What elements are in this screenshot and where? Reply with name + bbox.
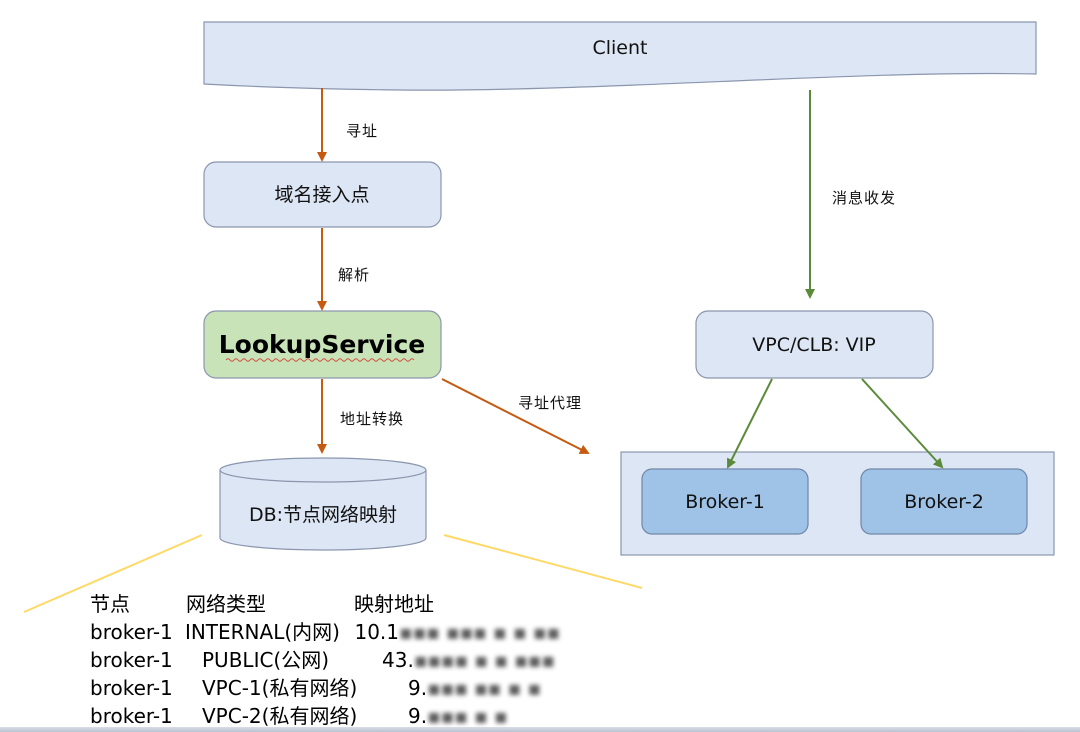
redacted-address: ▪▪▪ ▪ ▪ [427, 704, 508, 728]
cell-node: broker-1 [90, 676, 173, 700]
header-mapped-address: 映射地址 [354, 592, 434, 616]
address-prefix: 9. [408, 676, 428, 700]
callout-line-left [23, 534, 203, 613]
table-row: broker-1 PUBLIC(公网) 43.▪▪▪▪ ▪ ▪ ▪▪▪ [90, 646, 560, 674]
cell-mapped-address: 10.1▪▪▪ ▪▪▪ ▪ ▪ ▪▪ [354, 618, 560, 646]
domain-entry-label: 域名接入点 [274, 184, 369, 206]
cell-network-type: PUBLIC(公网) [202, 648, 330, 672]
cell-network-type: INTERNAL(内网) [184, 620, 340, 644]
node-network-mapping-table: 节点 网络类型 映射地址 broker-1 INTERNAL(内网) 10.1▪… [90, 590, 560, 730]
edge-label-resolve: 解析 [338, 266, 370, 284]
cell-network-type: VPC-2(私有网络) [202, 704, 358, 728]
domain-entry-box [203, 161, 442, 228]
redacted-address: ▪▪▪▪ ▪ ▪ ▪▪▪ [413, 648, 555, 672]
client-box [203, 21, 1037, 91]
address-prefix: 9. [408, 704, 428, 728]
broker-2-label: Broker-2 [904, 491, 984, 513]
broker-2-box [860, 468, 1028, 535]
table-header-row: 节点 网络类型 映射地址 [90, 590, 560, 618]
spellcheck-underline [225, 358, 415, 362]
cell-node: broker-1 [90, 648, 173, 672]
cell-node: broker-1 [90, 704, 173, 728]
edge-label-addressing-proxy: 寻址代理 [518, 394, 582, 412]
client-label: Client [592, 37, 647, 59]
table-row: broker-1 VPC-1(私有网络) 9.▪▪▪ ▪▪ ▪ ▪ [90, 674, 560, 702]
table-row: broker-1 INTERNAL(内网) 10.1▪▪▪ ▪▪▪ ▪ ▪ ▪▪ [90, 618, 560, 646]
bottom-edge-bar [0, 727, 1080, 732]
redacted-address: ▪▪▪ ▪▪ ▪ ▪ [427, 676, 542, 700]
db-label: DB:节点网络映射 [249, 504, 397, 526]
address-prefix: 10.1 [354, 620, 400, 644]
address-prefix: 43. [382, 648, 414, 672]
edge-label-message-send-receive: 消息收发 [832, 189, 896, 207]
cell-mapped-address: 9.▪▪▪ ▪ ▪ [408, 702, 560, 730]
broker-1-box [641, 468, 809, 535]
arrow-lookup-to-brokers [441, 378, 590, 454]
cell-mapped-address: 9.▪▪▪ ▪▪ ▪ ▪ [408, 674, 560, 702]
db-cylinder [219, 457, 427, 551]
header-node: 节点 [90, 592, 130, 616]
vip-label: VPC/CLB: VIP [752, 334, 876, 356]
edge-label-addressing: 寻址 [346, 122, 378, 140]
header-network-type: 网络类型 [186, 592, 266, 616]
broker-1-label: Broker-1 [685, 491, 765, 513]
arrow-vip-to-broker1 [727, 378, 773, 469]
cell-node: broker-1 [90, 620, 173, 644]
table-row: broker-1 VPC-2(私有网络) 9.▪▪▪ ▪ ▪ [90, 702, 560, 730]
redacted-address: ▪▪▪ ▪▪▪ ▪ ▪ ▪▪ [399, 620, 560, 644]
cell-network-type: VPC-1(私有网络) [202, 676, 358, 700]
arrow-vip-to-broker2 [861, 378, 944, 469]
cell-mapped-address: 43.▪▪▪▪ ▪ ▪ ▪▪▪ [382, 646, 560, 674]
callout-line-right [443, 534, 643, 589]
vip-box [695, 310, 934, 379]
lookup-service-label: LookupService [219, 330, 426, 359]
edge-label-address-translate: 地址转换 [340, 410, 404, 428]
